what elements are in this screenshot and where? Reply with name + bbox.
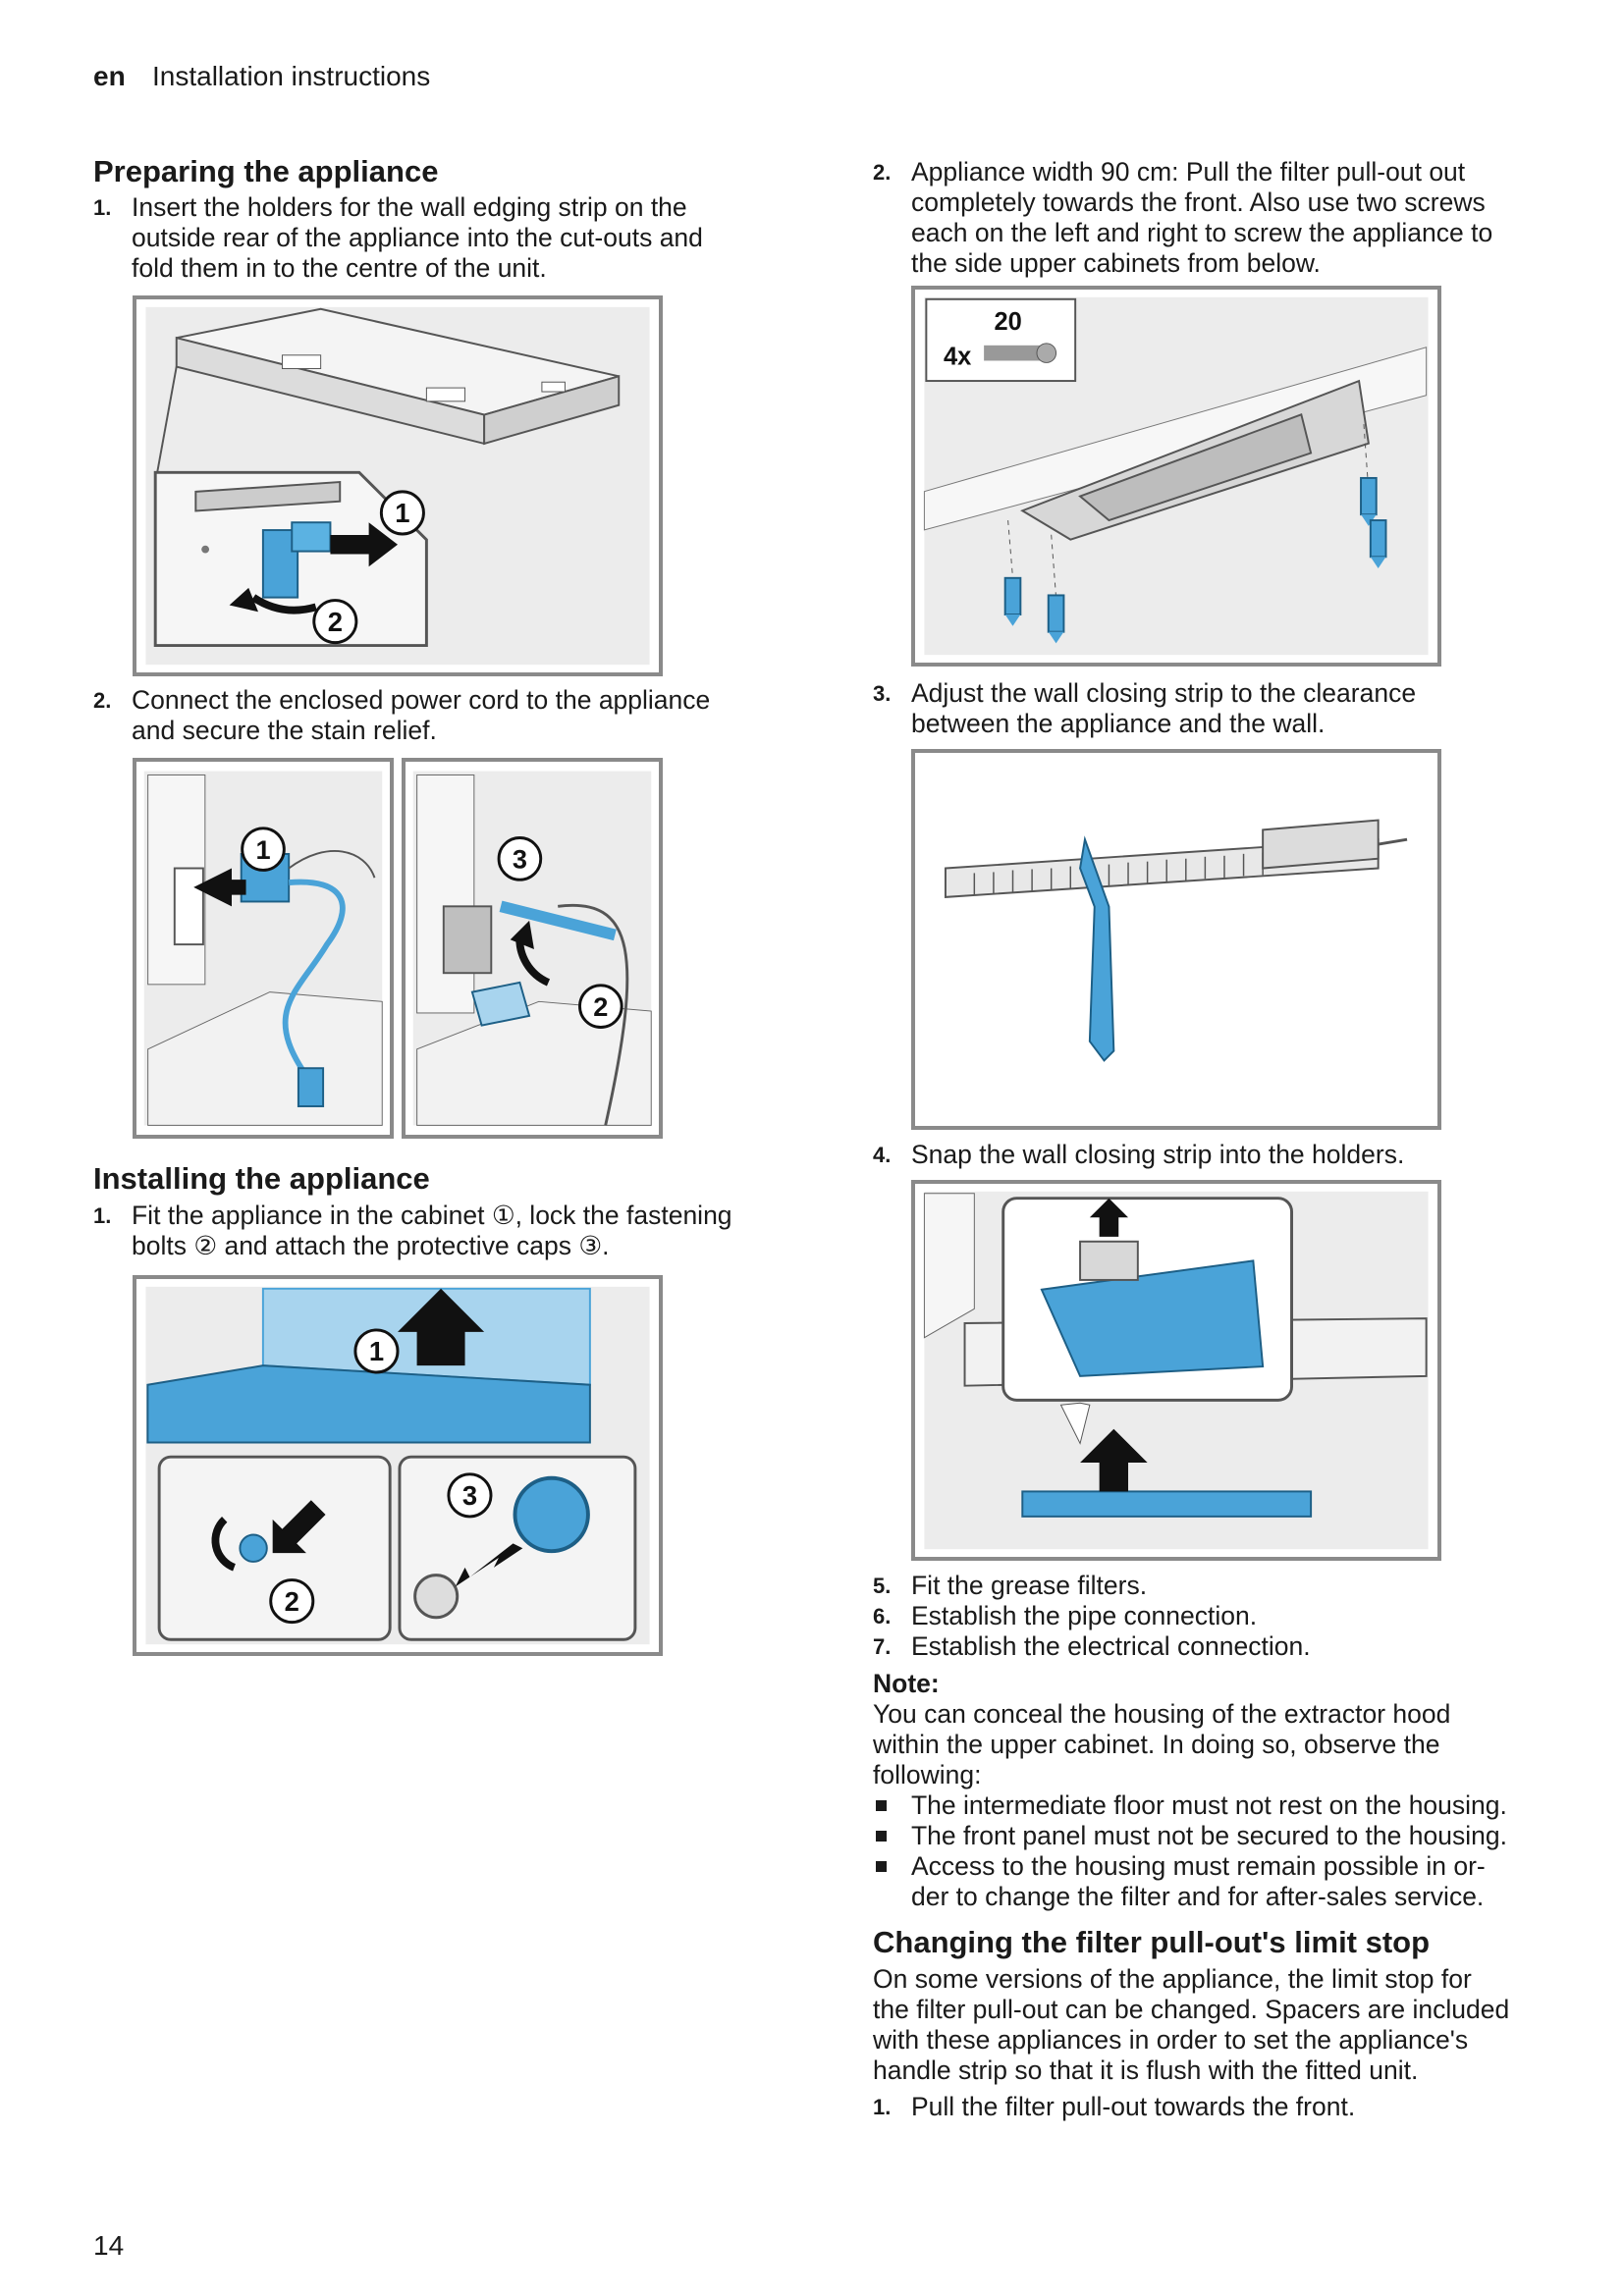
- text-line: Snap the wall closing strip into the hol…: [911, 1140, 1405, 1169]
- heading-installing: Installing the appliance: [93, 1161, 430, 1196]
- text-line: the side upper cabinets from below.: [911, 248, 1321, 278]
- screw-icon: [1047, 594, 1065, 644]
- bullet-square-icon: [876, 1861, 887, 1872]
- figure-install: 1 2 3: [133, 1275, 663, 1656]
- text-line: with these appliances in order to set th…: [873, 2025, 1469, 2055]
- step-text: Fit the appliance in the cabinet ①, lock…: [132, 1201, 732, 1261]
- figure-snap-strip: [911, 1180, 1441, 1561]
- screws-illustration: 20 4x: [923, 296, 1429, 656]
- step-text: Connect the enclosed power cord to the a…: [132, 685, 710, 746]
- strain-relief-illustration: 3 2: [412, 771, 652, 1126]
- text-line: each on the left and right to screw the …: [911, 218, 1493, 247]
- text-line: outside rear of the appliance into the c…: [132, 223, 703, 252]
- step-number: 3.: [873, 681, 892, 706]
- document-section-title: Installation instructions: [152, 61, 431, 91]
- install-step-6: 6. Establish the pipe connection.: [873, 1601, 1580, 1632]
- step-number: 6.: [873, 1604, 892, 1629]
- install-illustration: 1 2 3: [145, 1286, 650, 1645]
- text-line: handle strip so that it is flush with th…: [873, 2056, 1419, 2085]
- closing-strip-illustration: [924, 760, 1429, 1119]
- step-number: 2.: [873, 160, 892, 185]
- text-line: Connect the enclosed power cord to the a…: [132, 685, 711, 715]
- figure-screws: 20 4x: [911, 286, 1441, 667]
- screw-size-label: 20: [994, 308, 1021, 336]
- text-line: within the upper cabinet. In doing so, o…: [873, 1730, 1440, 1759]
- prep-step-2: 2. Connect the enclosed power cord to th…: [93, 685, 800, 748]
- text-line: Insert the holders for the wall edging s…: [132, 192, 687, 222]
- step-text: Fit the grease filters.: [911, 1571, 1148, 1600]
- bullet-square-icon: [876, 1800, 887, 1811]
- figure-holders: 1 2: [133, 295, 663, 676]
- figure-strain-relief: 3 2: [402, 758, 663, 1139]
- screw-icon: [1360, 476, 1378, 526]
- text-line: Fit the appliance in the cabinet ①, lock…: [132, 1201, 732, 1230]
- install-step-1: 1. Fit the appliance in the cabinet ①, l…: [93, 1201, 800, 1263]
- step-number: 1.: [93, 1203, 112, 1228]
- limit-stop-step-1: 1. Pull the filter pull-out towards the …: [873, 2092, 1580, 2123]
- text-line: Access to the housing must remain possib…: [911, 1851, 1486, 1881]
- text-line: On some versions of the appliance, the l…: [873, 1964, 1472, 1994]
- step-text: Establish the pipe connection.: [911, 1601, 1258, 1630]
- step-number: 1.: [873, 2095, 892, 2119]
- text-line: You can conceal the housing of the extra…: [873, 1699, 1451, 1729]
- screw-icon: [1369, 519, 1387, 569]
- figure-power-cord: 1: [133, 758, 394, 1139]
- note-bullet: The intermediate floor must not rest on …: [873, 1790, 1580, 1822]
- figure-closing-strip: [911, 749, 1441, 1130]
- step-text: Adjust the wall closing strip to the cle…: [911, 678, 1416, 739]
- bullet-text: The intermediate floor must not rest on …: [911, 1790, 1507, 1820]
- step-text: Establish the electrical connection.: [911, 1631, 1311, 1661]
- text-line: following:: [873, 1760, 982, 1789]
- callout-2: 2: [285, 1586, 299, 1617]
- callout-3: 3: [513, 844, 527, 875]
- callout-2: 2: [593, 991, 608, 1022]
- step-text: Snap the wall closing strip into the hol…: [911, 1140, 1404, 1170]
- text-line: completely towards the front. Also use t…: [911, 187, 1486, 217]
- bullet-text: Access to the housing must remain possib…: [911, 1851, 1486, 1912]
- step-text: Insert the holders for the wall edging s…: [132, 192, 703, 284]
- limit-stop-body: On some versions of the appliance, the l…: [873, 1964, 1590, 2086]
- note-bullet: The front panel must not be secured to t…: [873, 1821, 1580, 1852]
- step-number: 1.: [93, 195, 112, 220]
- callout-2: 2: [328, 607, 343, 637]
- callout-1: 1: [395, 498, 409, 528]
- prep-step-1: 1. Insert the holders for the wall edgin…: [93, 192, 800, 286]
- screw-icon: [1003, 576, 1022, 626]
- text-line: fold them in to the centre of the unit.: [132, 253, 547, 283]
- note-body: You can conceal the housing of the extra…: [873, 1699, 1580, 1790]
- step-number: 5.: [873, 1574, 892, 1598]
- note-label: Note:: [873, 1669, 940, 1698]
- power-cord-illustration: 1: [143, 771, 383, 1126]
- text-line: bolts ② and attach the protective caps ③…: [132, 1231, 610, 1260]
- step-number: 4.: [873, 1143, 892, 1167]
- text-line: Adjust the wall closing strip to the cle…: [911, 678, 1417, 708]
- step-text: Pull the filter pull-out towards the fro…: [911, 2092, 1356, 2121]
- page-number: 14: [93, 2230, 125, 2261]
- step-number: 2.: [93, 688, 112, 713]
- install-step-2: 2. Appliance width 90 cm: Pull the filte…: [873, 157, 1580, 279]
- callout-1: 1: [369, 1336, 384, 1366]
- heading-limit-stop: Changing the filter pull-out's limit sto…: [873, 1925, 1431, 1959]
- text-line: and secure the stain relief.: [132, 716, 437, 745]
- install-step-5: 5. Fit the grease filters.: [873, 1571, 1580, 1602]
- install-step-3: 3. Adjust the wall closing strip to the …: [873, 678, 1580, 741]
- text-line: between the appliance and the wall.: [911, 709, 1326, 738]
- snap-strip-illustration: [923, 1191, 1429, 1550]
- text-line: Appliance width 90 cm: Pull the filter p…: [911, 157, 1466, 187]
- holders-illustration: 1 2: [145, 306, 650, 666]
- text-line: der to change the filter and for after-s…: [911, 1882, 1485, 1911]
- text-line: the filter pull-out can be changed. Spac…: [873, 1995, 1510, 2024]
- step-number: 7.: [873, 1634, 892, 1659]
- step-text: Appliance width 90 cm: Pull the filter p…: [911, 157, 1492, 279]
- install-step-4: 4. Snap the wall closing strip into the …: [873, 1140, 1580, 1171]
- screw-count-label: 4x: [944, 343, 971, 370]
- install-step-7: 7. Establish the electrical connection.: [873, 1631, 1580, 1663]
- heading-preparing: Preparing the appliance: [93, 154, 439, 188]
- note-bullet: Access to the housing must remain possib…: [873, 1851, 1580, 1914]
- language-code: en: [93, 61, 126, 91]
- callout-3: 3: [462, 1480, 477, 1511]
- callout-1: 1: [255, 834, 270, 865]
- bullet-square-icon: [876, 1831, 887, 1842]
- bullet-text: The front panel must not be secured to t…: [911, 1821, 1507, 1850]
